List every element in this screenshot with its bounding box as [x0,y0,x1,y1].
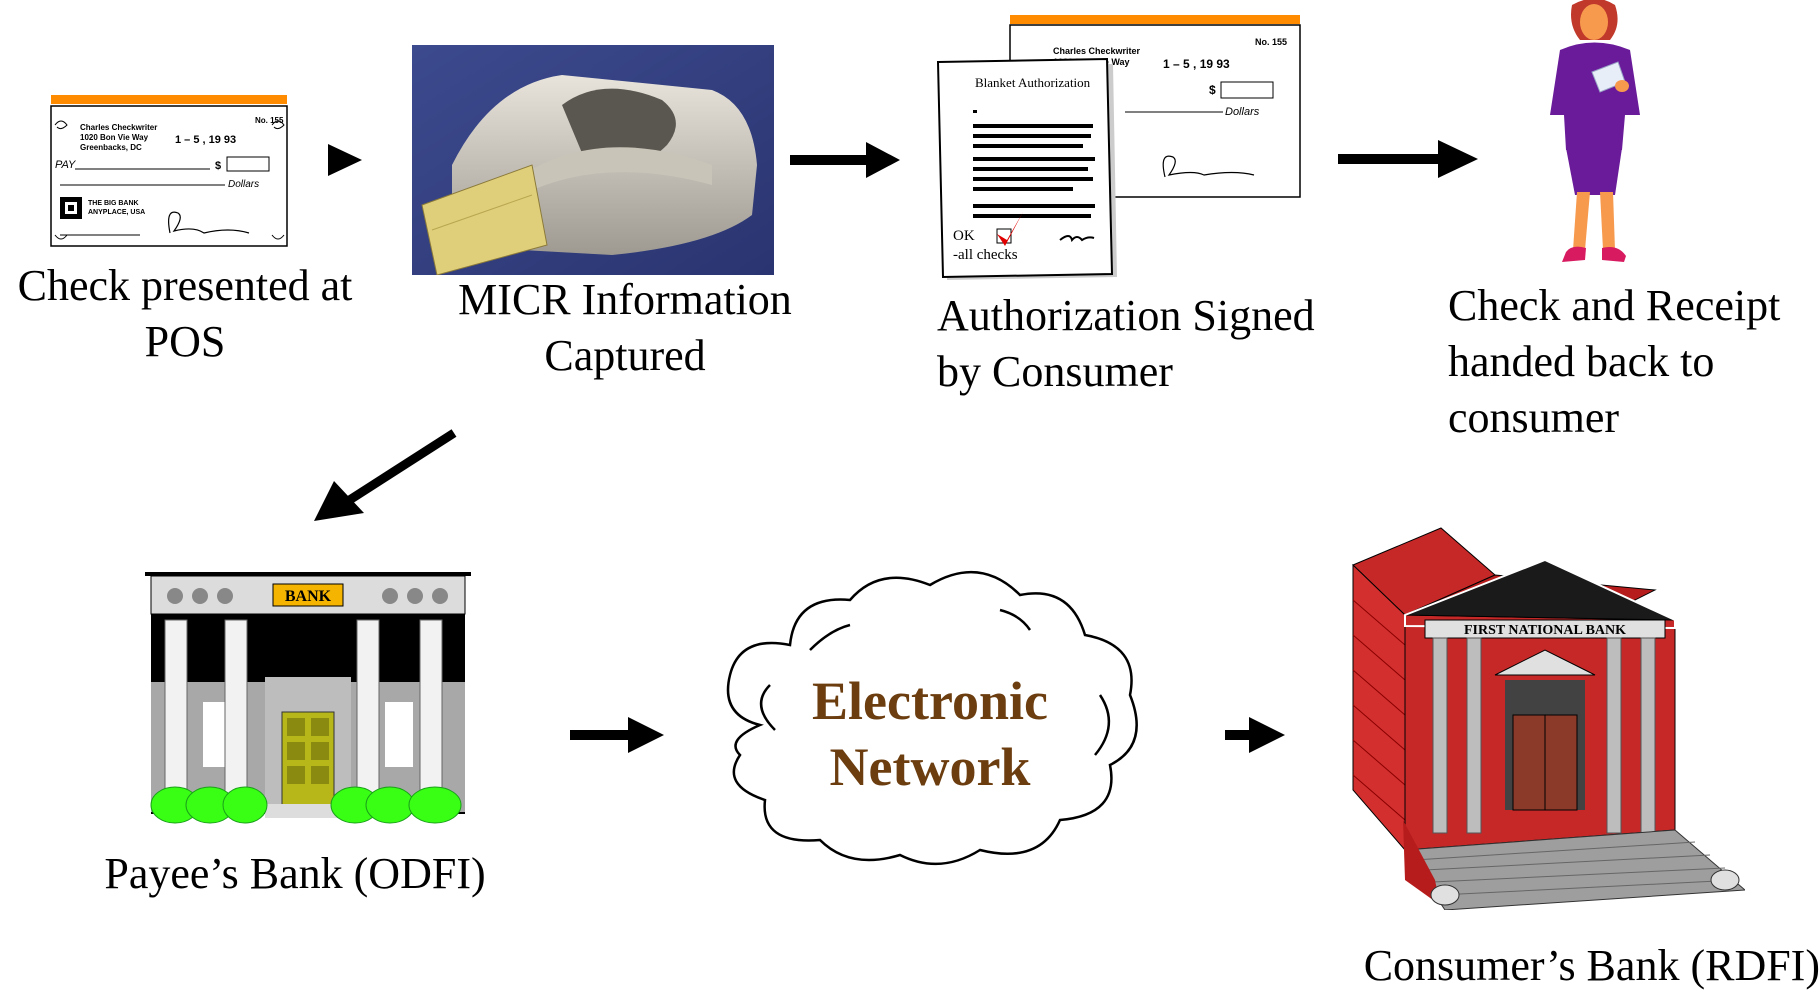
check-number: No. 155 [255,116,284,125]
arrow-right-icon [1225,717,1285,753]
payee-bank-building: BANK [145,572,475,834]
form-title: Blanket Authorization [975,75,1091,90]
caption-consumer-bank-text: Consumer’s Bank (RDFI) [1363,941,1820,990]
caption-check-handed-back: Check and Receipt handed back to consume… [1448,278,1818,446]
caption-check-handed-back-text: Check and Receipt handed back to consume… [1448,281,1781,442]
check-date: 1 – 5 , 19 93 [175,134,236,146]
form-scope-label: -all checks [953,247,1018,263]
network-label-line2: Network [829,737,1031,797]
auth-check-date: 1 – 5 , 19 93 [1163,57,1230,71]
electronic-network-cloud [700,555,1160,875]
arrow-right-icon [1338,140,1478,178]
check-dollars-label: Dollars [228,179,259,190]
network-label-line1: Electronic [812,671,1048,731]
caption-authorization-signed-text: Authorization Signed by Consumer [937,291,1315,396]
authorization-illustration: No. 155 Charles Checkwriter 1020 Bon Vie… [935,12,1305,287]
arrow-right-icon [328,144,362,176]
auth-check-name: Charles Checkwriter [1053,46,1141,56]
check-address-line1: 1020 Bon Vie Way [80,133,149,142]
caption-check-presented: Check presented at POS [0,258,370,370]
auth-check-number: No. 155 [1255,37,1287,47]
consumer-bank-building: FIRST NATIONAL BANK [1345,520,1747,911]
check-address-line2: Greenbacks, DC [80,143,142,152]
check-name: Charles Checkwriter [80,123,157,132]
check-dollar-sign: $ [215,160,221,172]
auth-check-dollars: Dollars [1225,106,1260,118]
consumer-bank-sign: FIRST NATIONAL BANK [1464,623,1626,638]
auth-check-dollar: $ [1209,83,1216,97]
consumer-figure [1530,0,1660,275]
check-bank-name: THE BIG BANK [88,200,139,207]
network-label: Electronic Network [780,668,1080,800]
caption-check-presented-text: Check presented at POS [17,261,353,366]
check-pay-label: PAY [55,159,76,171]
caption-payee-bank-text: Payee’s Bank (ODFI) [104,849,486,898]
check-image-pos: No. 155 Charles Checkwriter 1020 Bon Vie… [50,95,290,250]
caption-consumer-bank: Consumer’s Bank (RDFI) [1300,938,1820,994]
payee-bank-sign: BANK [285,588,332,605]
caption-micr-captured-text: MICR Information Captured [458,275,792,380]
micr-reader-photo [412,45,774,276]
arrow-right-icon [570,717,664,753]
arrow-down-left-icon [314,429,457,521]
caption-payee-bank: Payee’s Bank (ODFI) [70,846,520,902]
check-bank-city: ANYPLACE, USA [88,209,145,216]
caption-authorization-signed: Authorization Signed by Consumer [937,288,1357,400]
arrow-right-icon [790,142,900,178]
caption-micr-captured: MICR Information Captured [430,272,820,384]
form-ok-label: OK [953,228,975,244]
